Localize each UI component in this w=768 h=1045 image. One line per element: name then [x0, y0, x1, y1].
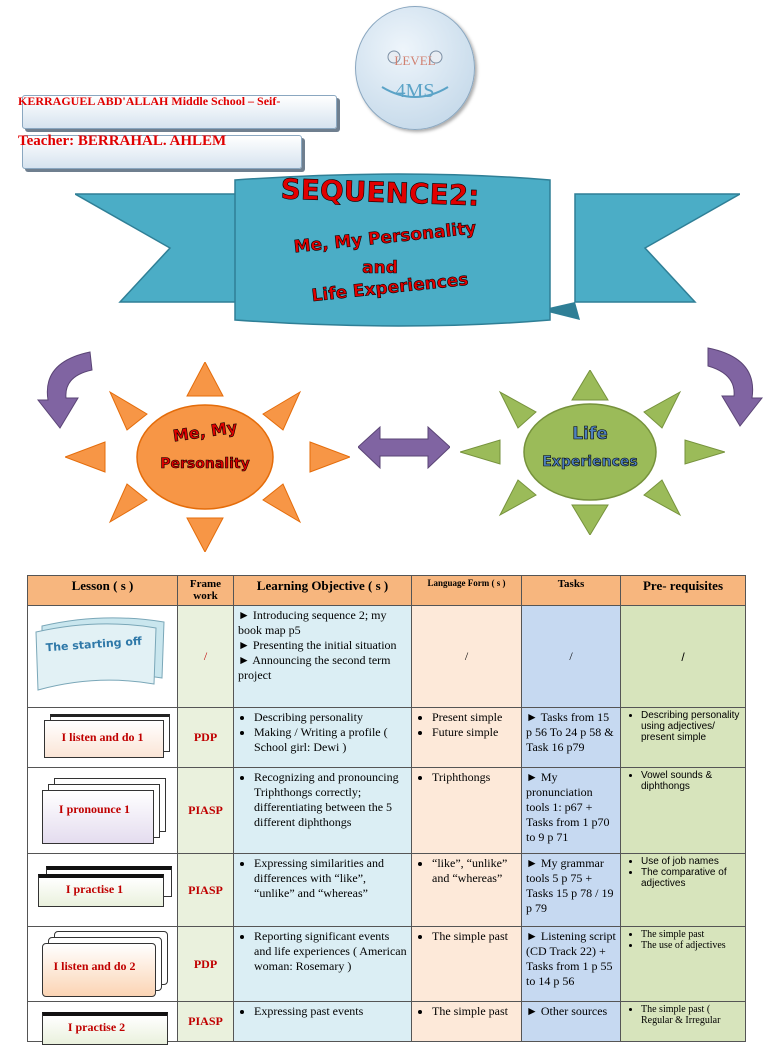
header-prereq: Pre- requisites — [620, 575, 746, 606]
prereq-item: The simple past — [641, 929, 741, 940]
sun-right-icon — [460, 370, 725, 535]
objective-cell: Reporting significant events and life ex… — [233, 926, 412, 1002]
lesson-cell: The starting off — [27, 605, 178, 708]
header-framework: Frame work — [177, 575, 234, 606]
objective-cell: Describing personality Making / Writing … — [233, 707, 412, 768]
language-item: The simple past — [432, 1004, 517, 1019]
sun-left-icon — [65, 362, 350, 552]
curved-arrow-left-icon — [36, 351, 93, 429]
table-row: I practise 2 PIASP Expressing past event… — [27, 1001, 746, 1045]
prereq-item: The use of adjectives — [641, 940, 741, 951]
language-item: Present simple — [432, 710, 517, 725]
school-box — [22, 95, 337, 129]
tasks-cell: ► My grammar tools 5 p 75 + Tasks 15 p 7… — [521, 853, 621, 927]
objective-item: Expressing past events — [254, 1004, 407, 1019]
language-cell: “like”, “unlike” and “whereas” — [411, 853, 522, 927]
framework-cell: PIASP — [177, 767, 234, 854]
lesson-cell: I listen and do 2 — [27, 926, 178, 1002]
framework-cell: / — [177, 605, 234, 708]
sun-left-line2: Personality — [160, 456, 250, 473]
teacher-box — [22, 135, 302, 169]
objective-item: Expressing similarities and differences … — [254, 856, 407, 901]
tasks-cell: / — [521, 605, 621, 708]
prereq-item: Describing personality using adjectives/… — [641, 710, 741, 743]
language-item: Triphthongs — [432, 770, 517, 785]
prereq-cell: Use of job names The comparative of adje… — [620, 853, 746, 927]
header-language: Language Form ( s ) — [411, 575, 522, 606]
language-cell: / — [411, 605, 522, 708]
lesson-cell: I listen and do 1 — [27, 707, 178, 768]
objective-item: Recognizing and pronouncing Triphthongs … — [254, 770, 407, 830]
objective-cell: Expressing similarities and differences … — [233, 853, 412, 927]
tasks-cell: ► Listening script (CD Track 22) + Tasks… — [521, 926, 621, 1002]
table-row: I listen and do 1 PDP Describing persona… — [27, 707, 746, 768]
header-tasks: Tasks — [521, 575, 621, 606]
logo-4ms-text: 4MS — [396, 80, 435, 102]
level-logo: LEVEL 4MS — [355, 6, 475, 130]
header-lesson: Lesson ( s ) — [27, 575, 178, 606]
objective-item: Describing personality — [254, 710, 407, 725]
language-cell: Triphthongs — [411, 767, 522, 854]
lesson-name: I listen and do 2 — [53, 959, 136, 973]
language-cell: The simple past — [411, 926, 522, 1002]
teacher-name: Teacher: BERRAHAL. AHLEM — [18, 133, 227, 149]
tasks-cell: ► My pronunciation tools 1: p67 + Tasks … — [521, 767, 621, 854]
prereq-cell: The simple past The use of adjectives — [620, 926, 746, 1002]
table-row: I pronounce 1 PIASP Recognizing and pron… — [27, 767, 746, 854]
language-cell: Present simple Future simple — [411, 707, 522, 768]
objective-cell: Recognizing and pronouncing Triphthongs … — [233, 767, 412, 854]
lesson-name: I practise 1 — [65, 882, 124, 896]
prereq-item: The simple past ( Regular & Irregular — [641, 1004, 741, 1026]
prereq-item: Use of job names — [641, 856, 741, 867]
objective-cell: Expressing past events — [233, 1001, 412, 1042]
objective-line: ► Announcing the second term project — [238, 653, 391, 682]
header-objective: Learning Objective ( s ) — [233, 575, 412, 606]
framework-cell: PIASP — [177, 1001, 234, 1042]
framework-cell: PDP — [177, 707, 234, 768]
prereq-cell: Describing personality using adjectives/… — [620, 707, 746, 768]
banner-subtitle-2: and — [362, 258, 398, 279]
framework-cell: PDP — [177, 926, 234, 1002]
lesson-name: I listen and do 1 — [61, 730, 144, 744]
sun-right-line1: Life — [572, 424, 608, 445]
table-row: The starting off / ► Introducing sequenc… — [27, 605, 746, 708]
lesson-plan-table: Lesson ( s ) Frame work Learning Objecti… — [27, 575, 746, 1045]
lesson-cell: I practise 2 — [27, 1001, 178, 1045]
curved-arrow-right-icon — [707, 347, 764, 427]
badge-icon: LEVEL 4MS — [381, 50, 449, 102]
tasks-cell: ► Other sources — [521, 1001, 621, 1042]
objective-cell: ► Introducing sequence 2; my book map p5… — [233, 605, 412, 708]
framework-cell: PIASP — [177, 853, 234, 927]
lesson-cell: I pronounce 1 — [27, 767, 178, 854]
language-item: Future simple — [432, 725, 517, 740]
tasks-cell: ► Tasks from 15 p 56 To 24 p 58 & Task 1… — [521, 707, 621, 768]
sun-right-line2: Experiences — [542, 454, 638, 471]
language-item: “like”, “unlike” and “whereas” — [432, 856, 517, 886]
logo-level-text: LEVEL — [394, 53, 435, 68]
double-arrow-icon — [358, 425, 450, 470]
objective-item: Reporting significant events and life ex… — [254, 929, 407, 974]
school-name: KERRAGUEL ABD'ALLAH Middle School – Seif… — [18, 94, 281, 108]
sequence-banner — [75, 173, 740, 327]
prereq-cell: Vowel sounds & diphthongs — [620, 767, 746, 854]
table-row: I listen and do 2 PDP Reporting signific… — [27, 926, 746, 1002]
prereq-cell: The simple past ( Regular & Irregular — [620, 1001, 746, 1042]
objective-item: Making / Writing a profile ( School girl… — [254, 725, 407, 755]
lesson-name: I pronounce 1 — [58, 802, 131, 816]
objective-line: ► Presenting the initial situation — [238, 638, 397, 652]
prereq-item: Vowel sounds & diphthongs — [641, 770, 741, 792]
language-item: The simple past — [432, 929, 517, 944]
prereq-item: The comparative of adjectives — [641, 867, 741, 889]
lesson-cell: I practise 1 — [27, 853, 178, 927]
lesson-banner-icon: The starting off — [35, 617, 165, 691]
lesson-name: I practise 2 — [67, 1020, 126, 1034]
table-row: I practise 1 PIASP Expressing similariti… — [27, 853, 746, 927]
language-cell: The simple past — [411, 1001, 522, 1042]
prereq-cell: / — [620, 605, 746, 708]
objective-line: ► Introducing sequence 2; my book map p5 — [238, 608, 387, 637]
